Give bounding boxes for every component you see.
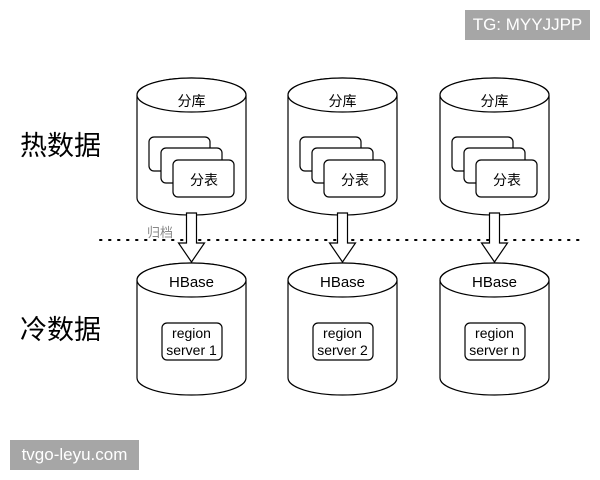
region-server-box [312, 322, 374, 361]
hbase-label: HBase [320, 274, 365, 291]
hot-db-cylinder-top [287, 77, 398, 113]
hot-db-cylinder-top [136, 77, 247, 113]
table-label: 分表 [493, 172, 521, 188]
hbase-cylinder-top [136, 262, 247, 298]
table-label: 分表 [190, 172, 218, 188]
hbase-label: HBase [472, 274, 517, 291]
region-server-label: server n [469, 342, 520, 358]
table-card [475, 159, 538, 198]
watermark-top-right: TG: MYYJJPP [465, 10, 590, 40]
db-label: 分库 [178, 93, 206, 109]
region-server-label: server 2 [317, 342, 368, 358]
table-card [323, 159, 386, 198]
db-label: 分库 [329, 93, 357, 109]
hbase-cylinder-top [439, 262, 550, 298]
region-server-label: region [323, 325, 362, 341]
table-card [172, 159, 235, 198]
region-server-label: server 1 [166, 342, 217, 358]
region-server-label: region [172, 325, 211, 341]
archive-arrow [328, 212, 357, 264]
region-server-box [464, 322, 526, 361]
region-server-label: region [475, 325, 514, 341]
cold-data-label: 冷数据 [20, 315, 101, 346]
region-server-box [161, 322, 223, 361]
watermark-bottom-left: tvgo-leyu.com [10, 440, 139, 470]
hot-data-label: 热数据 [20, 131, 101, 162]
hbase-label: HBase [169, 274, 214, 291]
archive-arrow [177, 212, 206, 264]
hot-db-cylinder-top [439, 77, 550, 113]
hbase-cylinder-top [287, 262, 398, 298]
db-label: 分库 [481, 93, 509, 109]
table-label: 分表 [341, 172, 369, 188]
archive-label: 归档 [147, 226, 173, 241]
archive-arrow [480, 212, 509, 264]
